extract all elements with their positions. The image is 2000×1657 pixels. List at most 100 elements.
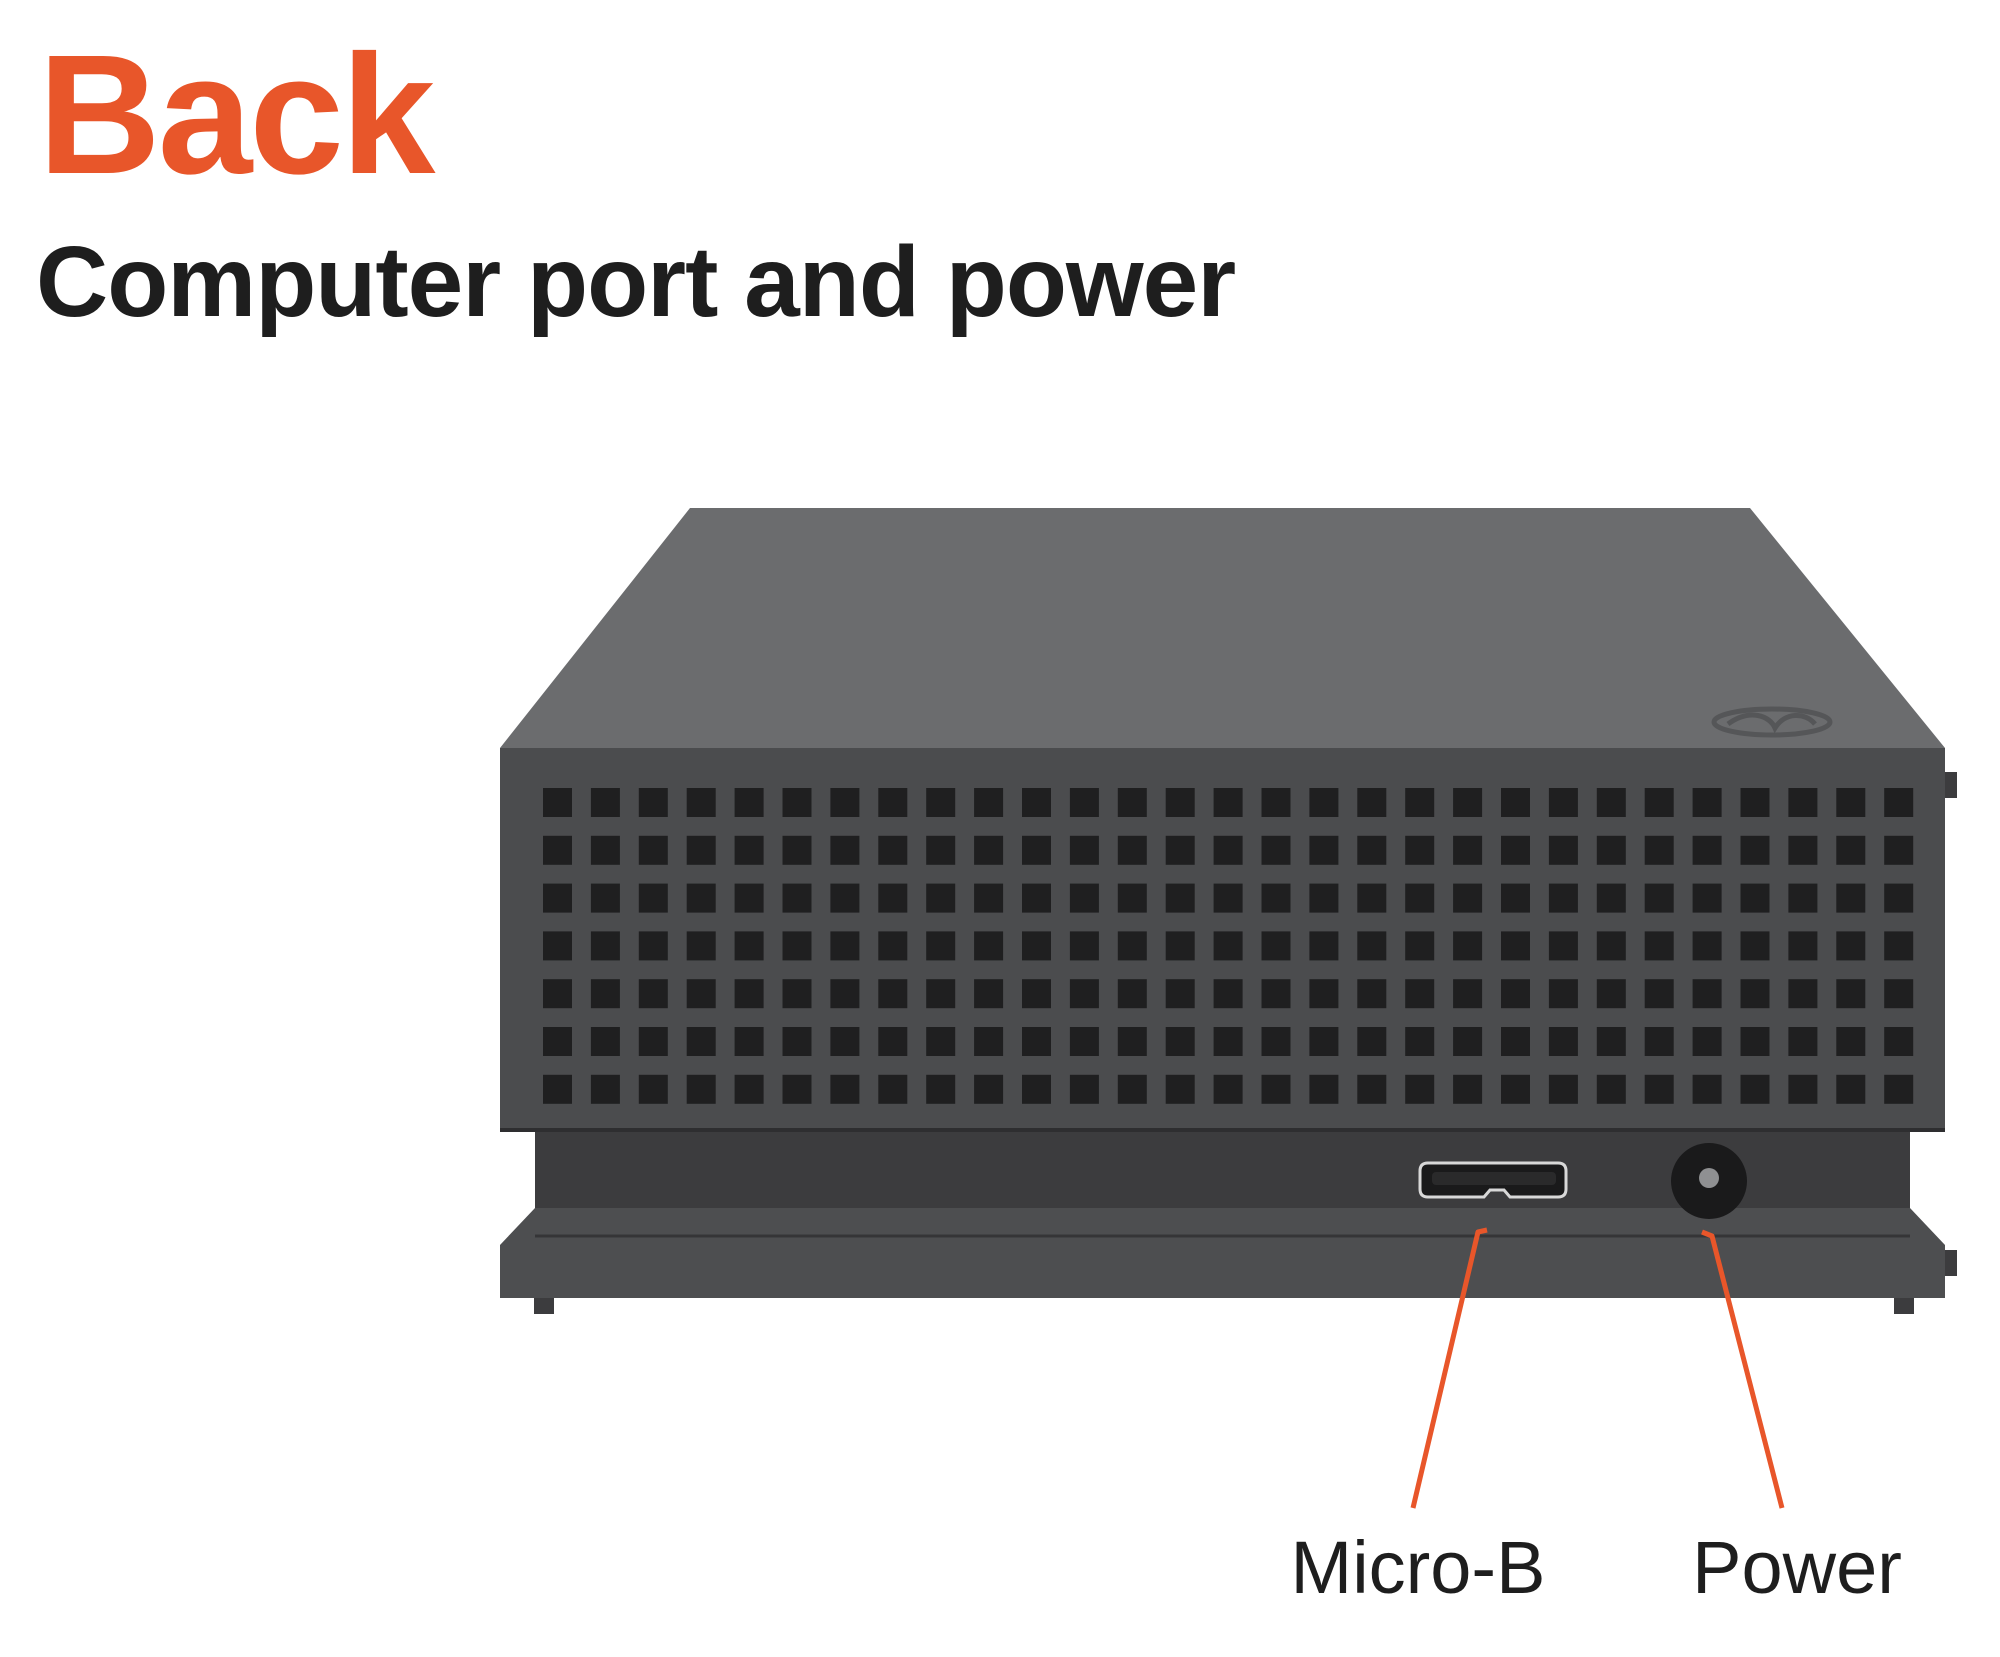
vent-hole bbox=[1740, 835, 1770, 865]
page-heading: Back bbox=[38, 20, 435, 210]
vent-hole bbox=[1453, 788, 1483, 817]
vent-hole bbox=[1692, 931, 1722, 961]
vent-hole bbox=[1309, 1027, 1339, 1056]
vent-hole bbox=[1548, 1027, 1578, 1056]
vent-hole bbox=[1405, 883, 1435, 913]
vent-hole bbox=[1453, 835, 1483, 865]
vent-hole bbox=[1692, 979, 1722, 1009]
vent-hole bbox=[686, 1074, 716, 1104]
vent-hole bbox=[638, 1027, 668, 1056]
vent-hole bbox=[1501, 1074, 1530, 1104]
vent-hole bbox=[1405, 1074, 1435, 1104]
vent-hole bbox=[1644, 1027, 1674, 1056]
vent-hole bbox=[1165, 883, 1195, 913]
vent-hole bbox=[1644, 1074, 1674, 1104]
vent-hole bbox=[734, 1074, 764, 1104]
hard-drive-illustration bbox=[500, 508, 1957, 1314]
vent-hole bbox=[1453, 931, 1483, 961]
vent-hole bbox=[830, 1074, 860, 1104]
micro-b-callout-line bbox=[1410, 1227, 1488, 1509]
vent-hole bbox=[1788, 931, 1818, 961]
vent-hole bbox=[974, 1027, 1004, 1056]
vent-hole bbox=[1309, 979, 1339, 1009]
power-label: Power bbox=[1692, 1526, 1902, 1609]
vent-hole bbox=[590, 835, 620, 865]
vent-hole bbox=[590, 979, 620, 1009]
drive-top-surface bbox=[500, 508, 1945, 748]
vent-hole bbox=[926, 931, 956, 961]
vent-hole bbox=[1357, 979, 1387, 1009]
vent-hole bbox=[543, 979, 572, 1009]
vent-hole bbox=[1692, 1074, 1722, 1104]
vent-hole bbox=[926, 788, 956, 817]
vent-hole bbox=[1740, 931, 1770, 961]
vent-hole bbox=[1548, 788, 1578, 817]
vent-hole bbox=[1405, 835, 1435, 865]
vent-hole bbox=[543, 1074, 572, 1104]
vent-hole bbox=[1117, 835, 1147, 865]
vent-hole bbox=[1884, 835, 1914, 865]
vent-hole bbox=[734, 1027, 764, 1056]
drive-foot-right bbox=[1894, 1298, 1914, 1314]
vent-hole bbox=[686, 835, 716, 865]
vent-hole bbox=[1069, 883, 1099, 913]
vent-hole bbox=[1548, 883, 1578, 913]
vent-hole bbox=[782, 931, 812, 961]
vent-hole bbox=[1357, 1027, 1387, 1056]
vent-hole bbox=[1596, 835, 1626, 865]
vent-hole bbox=[590, 788, 620, 817]
brand-logo-icon bbox=[1711, 706, 1833, 738]
vent-hole bbox=[543, 1027, 572, 1056]
vent-hole bbox=[1644, 883, 1674, 913]
micro-b-label: Micro-B bbox=[1291, 1526, 1546, 1609]
vent-hole bbox=[1884, 1074, 1914, 1104]
vent-hole bbox=[1548, 931, 1578, 961]
vent-hole bbox=[782, 835, 812, 865]
vent-hole bbox=[638, 931, 668, 961]
vent-hole bbox=[878, 1027, 908, 1056]
vent-hole bbox=[1836, 931, 1866, 961]
vent-hole bbox=[1788, 979, 1818, 1009]
vent-hole bbox=[1836, 883, 1866, 913]
vent-hole bbox=[1740, 883, 1770, 913]
vent-hole bbox=[1069, 1027, 1099, 1056]
vent-hole bbox=[1884, 931, 1914, 961]
vent-hole bbox=[1501, 883, 1530, 913]
vent-hole bbox=[782, 1027, 812, 1056]
vent-hole bbox=[1453, 1027, 1483, 1056]
vent-hole bbox=[1309, 835, 1339, 865]
vent-hole bbox=[1357, 931, 1387, 961]
vent-hole bbox=[1261, 1027, 1291, 1056]
side-clip-upper bbox=[1945, 772, 1957, 798]
vent-hole bbox=[1117, 979, 1147, 1009]
vent-hole bbox=[1022, 931, 1051, 961]
vent-hole bbox=[1548, 835, 1578, 865]
vent-hole bbox=[1740, 1074, 1770, 1104]
vent-hole bbox=[638, 1074, 668, 1104]
vent-hole bbox=[1022, 979, 1051, 1009]
vent-hole bbox=[878, 979, 908, 1009]
vent-hole bbox=[1022, 1074, 1051, 1104]
side-clip-lower bbox=[1945, 1250, 1957, 1276]
vent-hole bbox=[878, 883, 908, 913]
vent-hole bbox=[878, 1074, 908, 1104]
vent-hole bbox=[734, 931, 764, 961]
vent-hole bbox=[1836, 1027, 1866, 1056]
vent-hole bbox=[1692, 883, 1722, 913]
vent-hole bbox=[1069, 1074, 1099, 1104]
vent-hole bbox=[638, 883, 668, 913]
vent-hole bbox=[590, 883, 620, 913]
vent-hole bbox=[590, 1027, 620, 1056]
vent-hole bbox=[1884, 1027, 1914, 1056]
vent-hole bbox=[1836, 1074, 1866, 1104]
power-jack bbox=[1671, 1143, 1747, 1219]
vent-hole bbox=[734, 788, 764, 817]
vent-hole bbox=[974, 979, 1004, 1009]
vent-hole bbox=[1213, 979, 1243, 1009]
vent-hole bbox=[1309, 788, 1339, 817]
vent-hole bbox=[1165, 788, 1195, 817]
vent-hole bbox=[782, 1074, 812, 1104]
vent-hole bbox=[1213, 1027, 1243, 1056]
vent-hole bbox=[1357, 835, 1387, 865]
vent-hole bbox=[830, 931, 860, 961]
